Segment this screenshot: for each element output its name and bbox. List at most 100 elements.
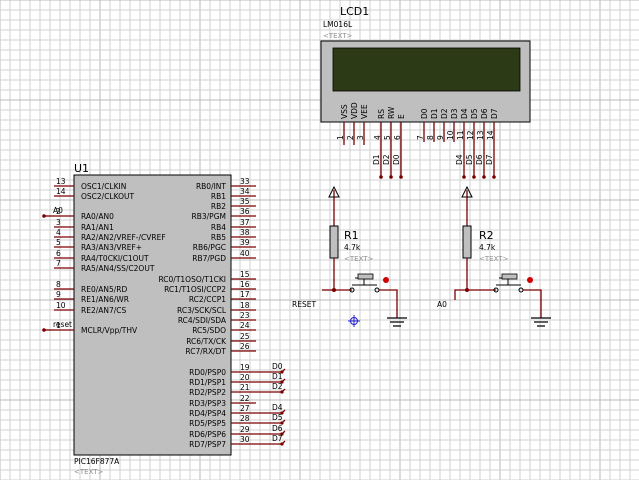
lcd-pin-number: 2 [346, 135, 355, 140]
lcd-pin-name: D5 [470, 108, 479, 119]
mcu-pin-name: RC4/SDI/SDA [178, 316, 227, 325]
mcu-pin-name: RE2/AN7/CS [81, 306, 127, 315]
mcu-ref-label: U1 [74, 162, 89, 175]
mcu-pin-number: 27 [240, 404, 250, 413]
mcu-left-pins: 13OSC1/CLKIN14OSC2/CLKOUT2RA0/AN03RA1/AN… [42, 177, 166, 335]
lcd-pin-name: D0 [420, 108, 429, 119]
mcu-pin-number: 26 [240, 342, 250, 351]
mcu-pin-number: 9 [56, 290, 61, 299]
mcu-pin-number: 28 [240, 414, 250, 423]
lcd-net-label: D7 [485, 154, 494, 165]
mcu-pin-number: 1 [56, 321, 61, 330]
mcu-pin-number: 7 [56, 259, 61, 268]
mcu-pin-number: 8 [56, 280, 61, 289]
mcu-pin-number: 15 [240, 270, 250, 279]
lcd-pin-name: D7 [490, 108, 499, 119]
lcd-pin-number: 8 [426, 135, 435, 140]
sw2-state-led-icon[interactable] [527, 277, 533, 283]
mcu-body[interactable] [73, 174, 232, 456]
lcd-component[interactable]: LCD1 LM016L <TEXT> VSS1VDD2VEE3RS4RW5E6D… [320, 5, 531, 179]
r1-ref-label: R1 [344, 229, 359, 242]
mcu-pin-name: RC1/T1OSI/CCP2 [164, 285, 226, 294]
lcd-net-label: D1 [372, 154, 381, 165]
a0-left-terminal [42, 214, 46, 218]
lcd-pin-number: 12 [466, 130, 475, 140]
mcu-right-pins: 33RB0/INT34RB135RB236RB3/PGM37RB438RB539… [158, 177, 256, 449]
a0-circuit[interactable]: R2 4.7k <TEXT> A0 [437, 185, 551, 327]
mcu-pin-name: RC0/T1OSO/T1CKI [158, 275, 226, 284]
lcd-pin-name: D2 [440, 108, 449, 119]
mcu-pin-name: RB1 [211, 192, 226, 201]
mcu-text-placeholder: <TEXT> [74, 468, 104, 476]
r1-power-arrow-icon [328, 185, 340, 198]
lcd-pin-number: 11 [456, 130, 465, 140]
lcd-net-terminal [482, 175, 486, 179]
r1-resistor[interactable] [329, 225, 339, 259]
mcu-pin-name: RB5 [211, 233, 226, 242]
mcu-pin-name: RD5/PSP5 [189, 419, 226, 428]
mcu-pin-number: 3 [56, 218, 61, 227]
lcd-pin-name: RW [387, 106, 396, 119]
mcu-pin-number: 33 [240, 177, 250, 186]
mcu-pin-number: 18 [240, 301, 250, 310]
mcu-pin-name: RB6/PGC [193, 243, 226, 252]
ground-1-icon [387, 317, 407, 327]
mcu-pin-number: 39 [240, 238, 250, 247]
mcu-pin-number: 40 [240, 249, 250, 258]
portd-net-terminal [280, 411, 284, 415]
mcu-pin-number: 17 [240, 290, 250, 299]
mcu-pin-number: 23 [240, 311, 250, 320]
mcu-pin-number: 30 [240, 435, 250, 444]
sw1-state-led-icon[interactable] [383, 277, 389, 283]
mcu-pin-number: 5 [56, 238, 61, 247]
portd-net-terminal [280, 380, 284, 384]
portd-net-label: D2 [272, 382, 283, 391]
sw1-gnd-wire [379, 289, 398, 318]
lcd-net-label: D4 [455, 154, 464, 165]
mcu-pin-name: RA3/AN3/VREF+ [81, 243, 142, 252]
reset-circuit[interactable]: R1 4.7k <TEXT> RESET [292, 185, 407, 327]
lcd-pin-number: 10 [446, 130, 455, 140]
mcu-pin-name: RB2 [211, 202, 226, 211]
mcu-pin-name: RD6/PSP6 [189, 430, 226, 439]
r2-value-label: 4.7k [479, 243, 496, 252]
mcu-part-label: PIC16F877A [74, 457, 120, 466]
portd-net-label: D6 [272, 424, 283, 433]
reset-net-label: RESET [292, 300, 316, 309]
mcu-pin-name: RE0/AN5/RD [81, 285, 127, 294]
mcu-pin-number: 2 [56, 207, 61, 216]
portd-net-terminal [280, 432, 284, 436]
portd-net-terminal [280, 442, 284, 446]
r1-text-placeholder: <TEXT> [344, 255, 374, 263]
mcu-pin-name: RC2/CCP1 [189, 295, 226, 304]
sw2-button-cap[interactable] [501, 273, 518, 280]
mcu-pin-name: RA0/AN0 [81, 212, 114, 221]
lcd-pin-number: 1 [336, 135, 345, 140]
lcd-net-label: D2 [382, 154, 391, 165]
lcd-pin-number: 4 [373, 135, 382, 140]
net-label-reset-left: reset [53, 320, 72, 329]
mcu-pin-name: RD3/PSP3 [189, 399, 226, 408]
lcd-part-label: LM016L [323, 20, 353, 29]
mcu-component[interactable]: U1 PIC16F877A <TEXT> 13OSC1/CLKIN14OSC2/… [42, 162, 286, 476]
lcd-pin-number: 9 [436, 135, 445, 140]
sw1-button-cap[interactable] [357, 273, 374, 280]
portd-net-label: D0 [272, 362, 283, 371]
sw2-contact-left [493, 287, 499, 293]
mcu-pin-name: RC3/SCK/SCL [177, 306, 227, 315]
mcu-pin-number: 24 [240, 321, 250, 330]
mcu-pin-number: 35 [240, 197, 250, 206]
mcu-pin-number: 29 [240, 425, 250, 434]
portd-net-terminal [280, 390, 284, 394]
lcd-net-label: D0 [392, 154, 401, 165]
r2-text-placeholder: <TEXT> [479, 255, 509, 263]
r2-resistor[interactable] [462, 225, 472, 259]
mcu-pin-name: RA1/AN1 [81, 223, 114, 232]
mcu-pin-name: OSC2/CLKOUT [81, 192, 135, 201]
lcd-ref-label: LCD1 [340, 5, 369, 18]
mcu-pin-number: 4 [56, 228, 61, 237]
a0-net-wire [454, 289, 467, 300]
lcd-pin-name: VDD [350, 102, 359, 119]
